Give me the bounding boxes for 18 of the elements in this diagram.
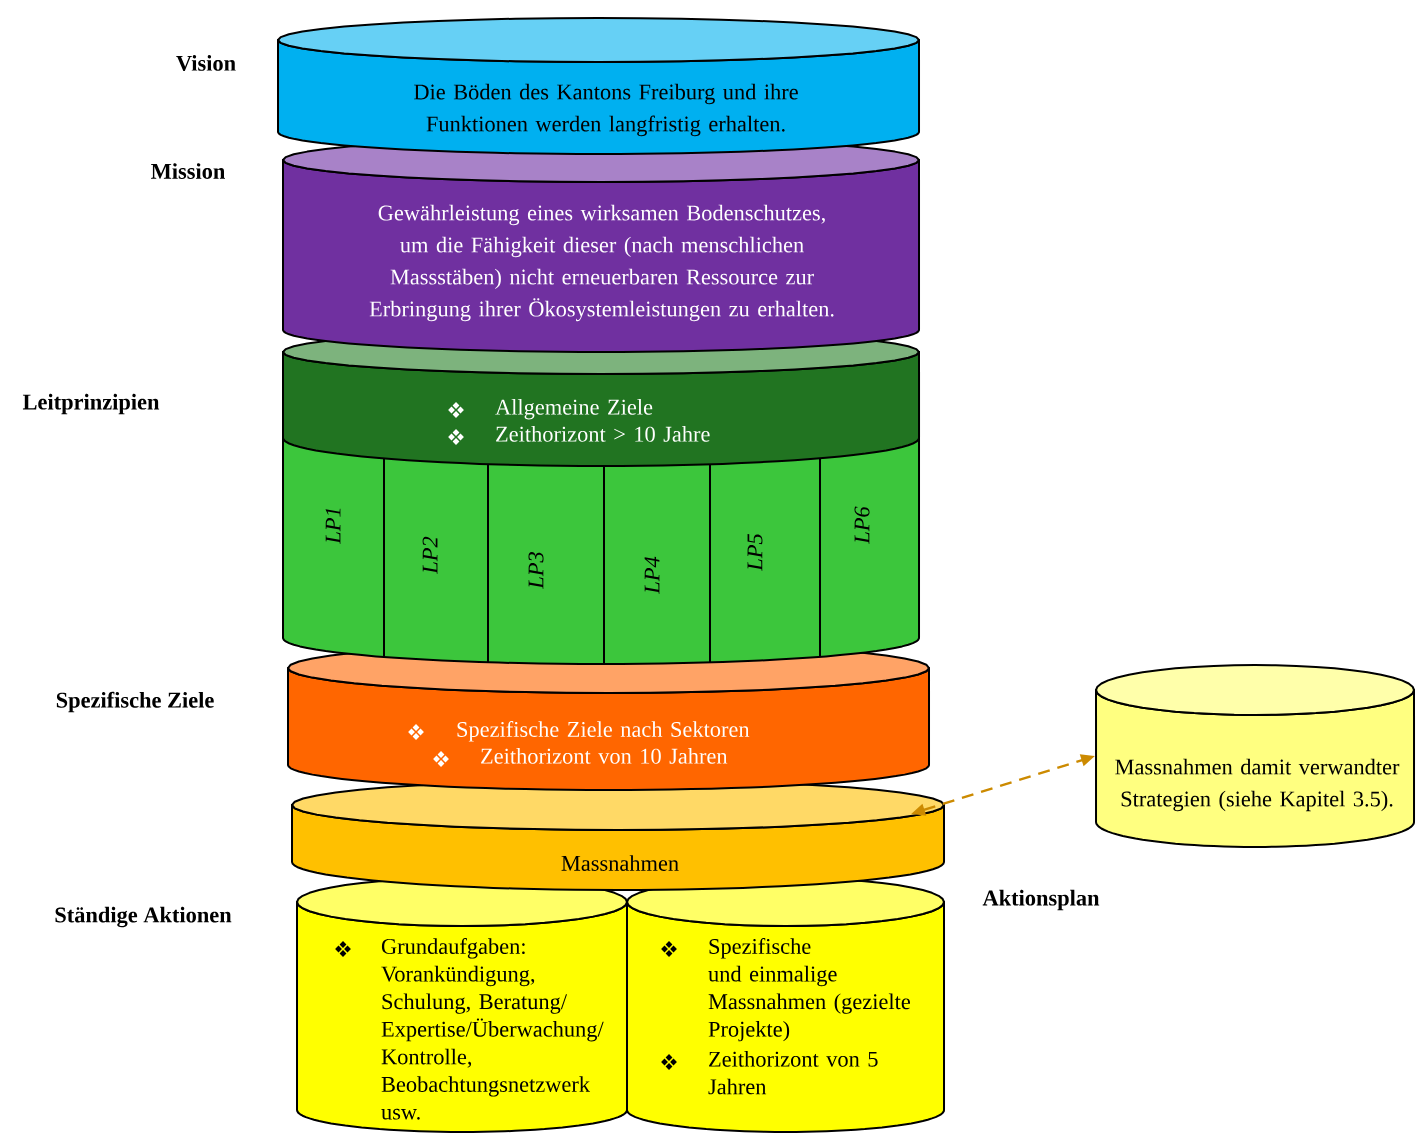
segment-label: LP1 (325, 508, 341, 544)
side-label: Vision (176, 55, 236, 71)
side-label: Leitprinzipien (22, 393, 160, 415)
segment-label: LP6 (854, 506, 870, 544)
segment-label: LP3 (528, 552, 544, 589)
cylinder: Gewährleistung eines wirksamen Bodenschutzes, um die Fähigkeit dieser (nach menschlichen Massstäben) nicht erneuerbaren Ressource zur Erbringung ihrer Ökosystemleistungen zu erhalten. (282, 137, 920, 353)
segment-label: LP5 (747, 534, 763, 571)
side-label: Aktionsplan (982, 889, 1100, 911)
segment-label: LP4 (644, 556, 660, 594)
cylinder: Massnahmen (291, 779, 945, 891)
side-label: Spezifische Ziele (56, 691, 214, 713)
cylinder: Die Böden des Kantons Freiburg und ihre Funktionen werden langfristig erhalten. (277, 17, 920, 155)
cylinder: Massnahmen damit verwandter Strategien (siehe Kapitel 3.5). (1095, 664, 1415, 848)
segment-label: LP2 (422, 536, 438, 574)
side-label: Ständige Aktionen (55, 906, 232, 928)
cylinder: Spezifische und einmalige Massnahmen (gezielte Projekte) Zeithorizont von 5 Jahren (626, 877, 945, 1133)
side-label: Mission (151, 163, 225, 179)
cylinder: Grundaufgaben: Vorankündigung, Schulung, Beratung/Expertise/Überwachung/Kontrolle, Beobachtungsnetzwerk usw. (296, 877, 628, 1133)
